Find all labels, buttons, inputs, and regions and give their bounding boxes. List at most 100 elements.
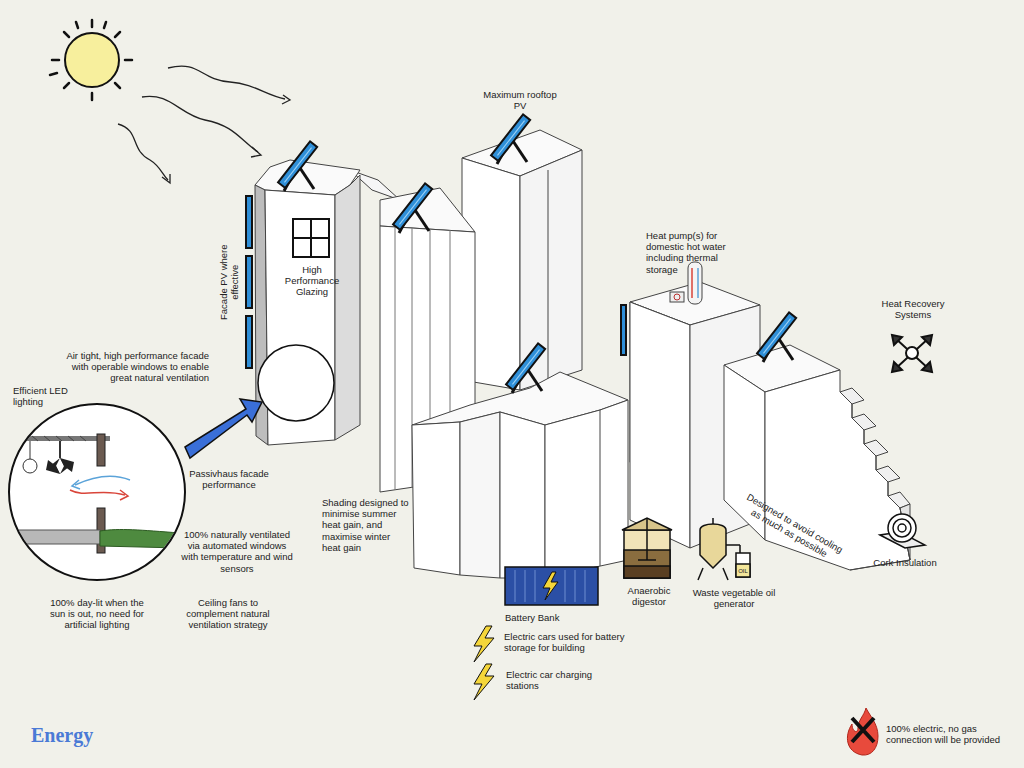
oil-generator xyxy=(698,568,703,580)
buildings xyxy=(395,227,396,490)
heat-recovery-icon xyxy=(894,337,930,370)
battery-bank xyxy=(535,570,536,602)
inset-detail xyxy=(0,404,185,580)
sun xyxy=(65,33,119,87)
anaerobic-digester xyxy=(622,518,672,578)
battery-bank xyxy=(525,570,526,602)
battery-bank xyxy=(515,570,516,602)
anaerobic-digester xyxy=(646,518,648,560)
inset-detail xyxy=(9,404,185,580)
sun xyxy=(50,73,57,75)
no-gas-icon xyxy=(852,718,874,742)
annotation-label: Electric car charging stations xyxy=(506,669,610,691)
annotation-label: Cork Insulation xyxy=(870,557,940,568)
detail-arrow xyxy=(185,399,262,458)
sun xyxy=(115,83,120,88)
heat-recovery-icon xyxy=(922,335,932,345)
rooftop-pv xyxy=(393,183,432,233)
oil-generator xyxy=(736,564,750,577)
buildings xyxy=(335,175,360,440)
anaerobic-digester xyxy=(638,559,656,561)
inset-detail xyxy=(46,458,74,474)
annotation-label: Anaerobic digestor xyxy=(619,585,679,607)
annotation-label: Ceiling fans to complement natural venti… xyxy=(176,597,280,631)
cork-insulation xyxy=(880,514,925,548)
lightning-bolts xyxy=(474,664,494,700)
battery-bank xyxy=(585,570,586,602)
sun-rays xyxy=(118,66,290,183)
heat-pump xyxy=(674,294,680,300)
battery-bank xyxy=(575,570,576,602)
lightning-bolts xyxy=(474,626,494,700)
sun-rays xyxy=(162,174,170,183)
heat-pump xyxy=(670,292,684,302)
inset-detail xyxy=(23,459,37,473)
inset-detail xyxy=(68,436,74,441)
inset-detail xyxy=(80,436,86,441)
facade-pv xyxy=(246,256,252,308)
rooftop-pv xyxy=(491,114,530,164)
oil-generator xyxy=(712,518,714,524)
buildings xyxy=(630,302,690,548)
sun xyxy=(64,83,69,88)
heat-recovery-icon xyxy=(892,335,932,372)
inset-detail xyxy=(75,476,130,485)
sun-rays xyxy=(168,66,285,99)
annotation-label: Facade PV where effective xyxy=(218,237,240,327)
annotation-label: Shading designed to minimise summer heat… xyxy=(322,497,410,553)
sun xyxy=(125,59,132,62)
rooftop-pv xyxy=(506,343,545,393)
annotation-label: Battery Bank xyxy=(505,612,585,623)
oil-generator xyxy=(698,518,750,580)
sun-rays xyxy=(251,147,261,157)
annotation-label: Efficient LED lighting xyxy=(13,385,73,407)
oil-generator xyxy=(739,545,741,553)
inset-detail xyxy=(44,436,50,441)
annotation-label: 100% electric, no gas connection will be… xyxy=(886,723,1018,745)
facade-pv xyxy=(621,305,626,355)
annotation-label: High Performance Glazing xyxy=(276,264,348,298)
facade-pv xyxy=(246,316,252,368)
cork-insulation xyxy=(893,519,911,537)
heat-recovery-icon xyxy=(922,362,932,372)
heat-recovery-icon xyxy=(892,335,902,345)
inset-detail xyxy=(59,441,61,458)
heat-pump xyxy=(691,268,693,298)
annotation-label: Electric cars used for battery storage f… xyxy=(504,631,642,653)
annotation-label: Maximum rooftop PV xyxy=(480,89,560,111)
battery-bank xyxy=(565,570,566,602)
cork-insulation xyxy=(888,514,916,542)
inset-detail xyxy=(32,436,38,441)
inset-detail xyxy=(120,490,128,500)
annotation-label: Waste vegetable oil generator xyxy=(691,587,777,609)
inset-detail xyxy=(20,436,86,441)
no-gas-icon xyxy=(847,708,878,755)
annotation-label: 100% naturally ventilated via automated … xyxy=(181,529,293,574)
inset-detail xyxy=(56,436,62,441)
sun xyxy=(64,32,69,37)
page-title: Energy xyxy=(31,724,93,747)
inset-detail xyxy=(0,530,100,544)
inset-detail xyxy=(70,490,125,495)
annotation-label: Passivhaus facade performance xyxy=(188,468,270,490)
inset-detail xyxy=(0,434,180,553)
sun xyxy=(52,59,59,62)
sun xyxy=(115,32,120,37)
annotation-label: Air tight, high performance facade with … xyxy=(59,350,209,384)
rooftop-pv xyxy=(278,141,317,191)
heat-pump xyxy=(688,262,702,304)
facade-pv xyxy=(246,196,626,368)
cork-insulation xyxy=(898,524,906,532)
detail-circle xyxy=(258,345,334,421)
glazing-window xyxy=(293,219,329,257)
buildings xyxy=(548,170,549,382)
sun xyxy=(91,20,94,27)
annotation-label: Heat Recovery Systems xyxy=(873,298,953,320)
heat-pump xyxy=(697,268,699,298)
lightning-bolts xyxy=(474,626,494,662)
annotation-label: Heat pump(s) for domestic hot water incl… xyxy=(646,230,738,275)
buildings xyxy=(545,400,628,578)
battery-bank xyxy=(543,572,558,600)
buildings xyxy=(630,302,690,548)
inset-detail xyxy=(97,434,105,466)
